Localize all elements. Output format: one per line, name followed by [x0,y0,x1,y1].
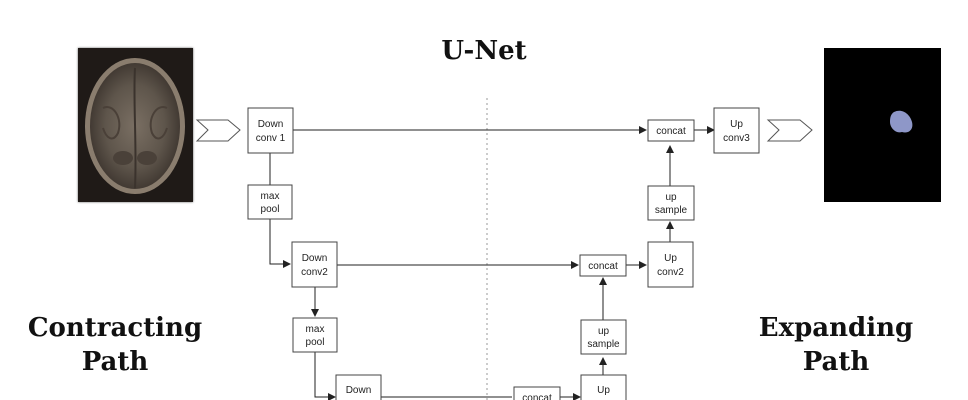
max-pool1-block: max pool [247,184,293,220]
upsample2-line1: up [598,326,610,337]
upsample1-line1: up [665,192,677,203]
upsample2-block: up sample [580,319,627,355]
contracting-path-label-line2: Path [81,347,149,377]
upsample1-line2: sample [655,205,688,216]
up-conv2-line2: conv2 [657,267,684,278]
up-conv1-line1: Up [597,385,610,396]
max-pool2-block: max pool [292,317,338,353]
upsample1-block: up sample [647,185,695,221]
tumor-blob [890,110,913,133]
contracting-path-label-line1: Contracting [27,313,203,343]
down-conv3-block: Down [335,374,382,400]
concat3-block: concat [513,386,561,400]
max-pool2-line2: pool [306,337,325,348]
concat2-label: concat [588,261,618,272]
mri-brain-drawing [78,48,193,202]
down-conv1-line1: Down [258,119,284,130]
down-conv1-line2: conv 1 [256,133,286,144]
mask-drawing [890,110,913,133]
down-conv2-block: Down conv2 [291,241,338,288]
diagram-title: U-Net [441,36,527,66]
input-mri-image [78,48,193,202]
down-conv3-line1: Down [346,385,372,396]
expanding-path-label-line2: Path [802,347,870,377]
upsample2-line2: sample [587,339,620,350]
output-segmentation-mask [824,48,941,202]
up-conv2-line1: Up [664,253,677,264]
up-conv3-line2: conv3 [723,133,750,144]
max-pool2-line1: max [306,324,325,335]
output-chevron-icon [766,119,813,142]
concat3-label: concat [522,393,552,400]
up-conv1-block: Up [580,374,627,400]
concat1-block: concat [647,119,695,142]
down-conv2-line1: Down [302,253,328,264]
expanding-path-label: Expanding Path [746,311,926,379]
input-chevron-icon [195,119,241,142]
concat2-block: concat [579,254,627,277]
up-conv3-line1: Up [730,119,743,130]
max-pool1-line2: pool [261,204,280,215]
expanding-path-label-line1: Expanding [758,313,914,343]
max-pool1-line1: max [261,191,280,202]
up-conv3-block: Up conv3 [713,107,760,154]
concat1-label: concat [656,126,686,137]
down-conv1-block: Down conv 1 [247,107,294,154]
arrow-pool2-to-down3 [314,352,336,400]
contracting-path-label: Contracting Path [18,311,212,379]
down-conv2-line2: conv2 [301,267,328,278]
up-conv2-block: Up conv2 [647,241,694,288]
arrow-pool1-to-down2 [269,219,291,268]
